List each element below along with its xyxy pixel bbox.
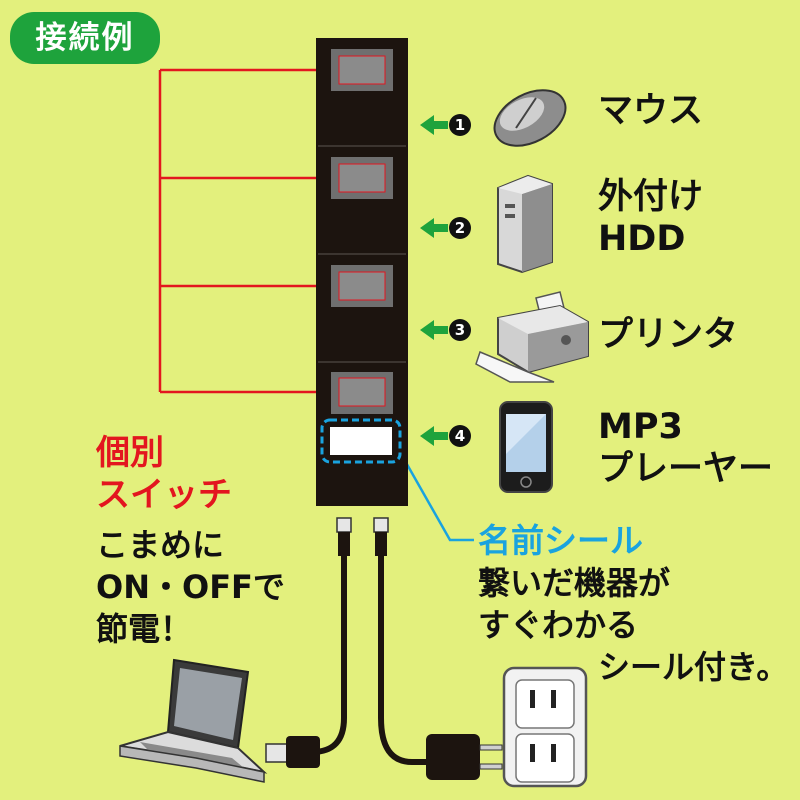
arrow-port-3 bbox=[420, 319, 471, 341]
port-number-4: 4 bbox=[454, 427, 466, 445]
wall-outlet-icon bbox=[502, 666, 588, 788]
seal-callout-desc-line2: すぐわかる bbox=[478, 606, 639, 644]
switch-callout-desc-line3: 節電！ bbox=[96, 610, 193, 648]
usb-hub bbox=[316, 38, 408, 506]
port-number-2: 2 bbox=[454, 219, 466, 237]
device-label-hdd-line2: HDD bbox=[598, 219, 686, 259]
port-number-3: 3 bbox=[454, 321, 466, 339]
usb-cable-icon bbox=[265, 517, 426, 768]
device-label-mouse: マウス bbox=[598, 91, 704, 131]
mouse-icon bbox=[493, 89, 567, 147]
seal-callout-desc-line1: 繋いだ機器が bbox=[478, 564, 671, 602]
device-label-printer: プリンタ bbox=[598, 315, 739, 355]
switch-callout-title-line2: スイッチ bbox=[96, 475, 232, 515]
device-label-mp3-line1: MP3 bbox=[598, 407, 683, 447]
switch-callout-desc-line1: こまめに bbox=[96, 526, 225, 564]
device-label-hdd-line1: 外付け bbox=[598, 177, 704, 217]
printer-icon bbox=[475, 291, 589, 383]
port-number-1: 1 bbox=[454, 116, 466, 134]
arrow-port-1 bbox=[420, 114, 471, 136]
hdd-icon bbox=[497, 174, 553, 274]
switch-callout-desc-line2: ON・OFFで bbox=[96, 568, 285, 606]
port-arrows bbox=[420, 114, 471, 447]
seal-callout-desc-line3: シール付き。 bbox=[598, 648, 789, 686]
device-label-mp3-line2: プレーヤー bbox=[598, 449, 774, 489]
title-badge: 接続例 bbox=[10, 12, 160, 64]
switch-lines bbox=[158, 68, 338, 394]
switch-callout-title-line1: 個別 bbox=[96, 433, 164, 473]
mp3-player-icon bbox=[499, 401, 553, 493]
arrow-port-4 bbox=[420, 425, 471, 447]
laptop-icon bbox=[119, 658, 268, 783]
seal-callout-title: 名前シール bbox=[478, 521, 643, 560]
arrow-port-2 bbox=[420, 217, 471, 239]
seal-callout-line bbox=[398, 451, 474, 542]
ac-plug-icon bbox=[426, 734, 503, 780]
